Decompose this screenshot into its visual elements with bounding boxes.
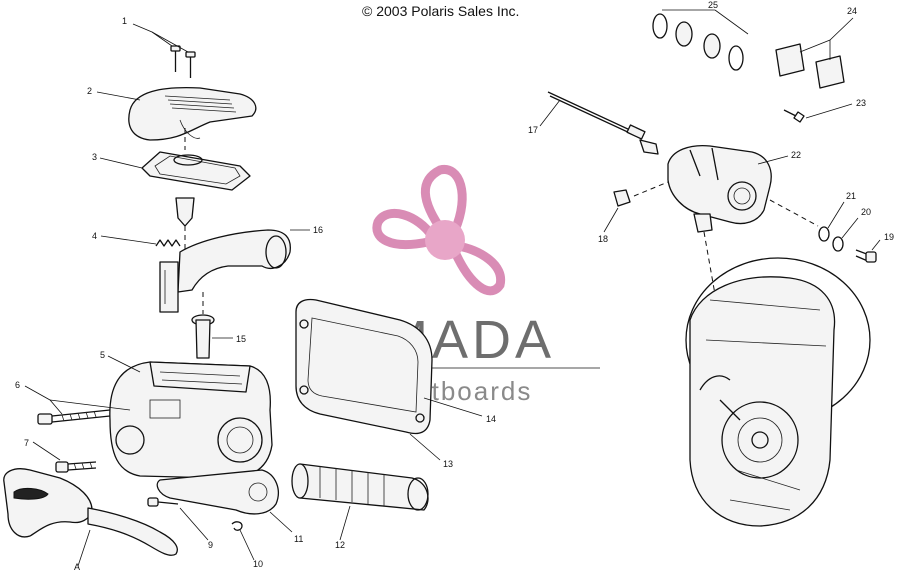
part-a-lever: [3, 468, 178, 567]
callout-23: 23: [856, 98, 866, 108]
callout-25: 25: [708, 0, 718, 10]
callout-6: 6: [15, 380, 20, 390]
chaincase-housing: [685, 257, 871, 527]
callout-13: 13: [443, 459, 453, 469]
propeller-logo-icon: [372, 165, 506, 296]
part-17-cable: [539, 91, 659, 155]
callout-7: 7: [24, 438, 29, 448]
callout-20: 20: [861, 207, 871, 217]
callout-15: 15: [236, 334, 246, 344]
part-13-side-cover: [295, 298, 441, 461]
callout-10: 10: [253, 559, 263, 569]
callout-11: 11: [294, 534, 303, 544]
part-10-clip: [231, 521, 255, 561]
part-24-pads: [775, 17, 854, 89]
part-9-screw: [147, 497, 209, 541]
part-22-caliper: [633, 144, 819, 301]
callout-14: 14: [486, 414, 496, 424]
callout-24: 24: [847, 6, 857, 16]
part-15-pin: [191, 292, 233, 359]
callout-2: 2: [87, 86, 92, 96]
part-3-gasket: [99, 151, 251, 191]
callout-9: 9: [208, 540, 213, 550]
callout-21: 21: [846, 191, 856, 201]
part-12-sleeve: [291, 463, 429, 541]
callout-4: 4: [92, 231, 97, 241]
callout-12: 12: [335, 540, 345, 550]
callout-18: 18: [598, 234, 608, 244]
part-19-bolt: [855, 239, 881, 263]
part-7-bolt: [32, 441, 97, 473]
part-11-bracket: [156, 469, 293, 533]
callout-a: A: [74, 562, 80, 571]
callout-17: 17: [528, 125, 538, 135]
part-14-leader: [423, 397, 483, 417]
callout-16: 16: [313, 225, 323, 235]
part-1-screws: [132, 23, 196, 78]
part-4-spring: [100, 235, 181, 247]
part-18-bleeder: [603, 189, 631, 233]
callout-22: 22: [791, 150, 801, 160]
part-25-seals: [652, 9, 749, 71]
part-20-washer: [832, 217, 859, 252]
part-16-lever: [159, 229, 310, 313]
part-21-washer: [818, 201, 845, 242]
callout-labels: 1 2 3 4 5 6 7 9 10 11 12 13 14 15 16 17 …: [15, 0, 894, 571]
plunger: [175, 128, 195, 250]
callout-5: 5: [100, 350, 105, 360]
callout-1: 1: [122, 16, 127, 26]
part-23-pin: [783, 103, 853, 123]
part-5-housing: [107, 355, 273, 479]
callout-19: 19: [884, 232, 894, 242]
callout-3: 3: [92, 152, 97, 162]
part-2-top-cover: [96, 86, 257, 141]
copyright-text: © 2003 Polaris Sales Inc.: [362, 3, 520, 19]
part-6-bolt: [24, 385, 131, 425]
